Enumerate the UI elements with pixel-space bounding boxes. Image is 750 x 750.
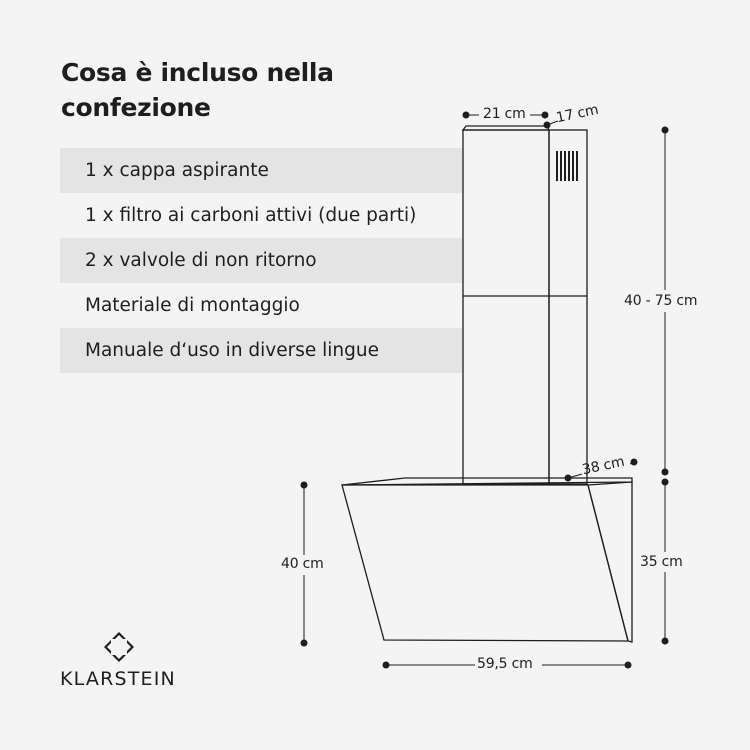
contents-list: 1 x cappa aspirante 1 x filtro ai carbon… [60,148,463,373]
hood-front-panel [341,484,629,642]
dim-chimney-width: 21 cm [483,106,526,122]
chimney-front [462,129,550,485]
page-title: Cosa è incluso nella confezione [61,55,334,125]
chimney-side [548,129,588,485]
dim-chimney-height: 40 - 75 cm [624,293,698,309]
hood-side-panel [587,481,633,643]
dim-hood-width: 59,5 cm [477,656,533,672]
klarstein-logo-icon [104,632,134,662]
list-item: Materiale di montaggio [85,295,300,316]
brand-name: KLARSTEIN [60,668,176,690]
list-item: 2 x valvole di non ritorno [60,238,463,283]
list-item: 1 x cappa aspirante [60,148,463,193]
title-line-1: Cosa è incluso nella [61,58,334,87]
hood-top [341,477,633,486]
title-line-2: confezione [61,93,211,122]
dim-hood-height-back: 35 cm [640,554,683,570]
list-item: Manuale d‘uso in diverse lingue [60,328,463,373]
dim-hood-height-front: 40 cm [281,556,324,572]
dimension-lines [300,111,669,669]
list-item: 1 x filtro ai carboni attivi (due parti) [85,205,417,226]
vent-grille [556,151,578,181]
